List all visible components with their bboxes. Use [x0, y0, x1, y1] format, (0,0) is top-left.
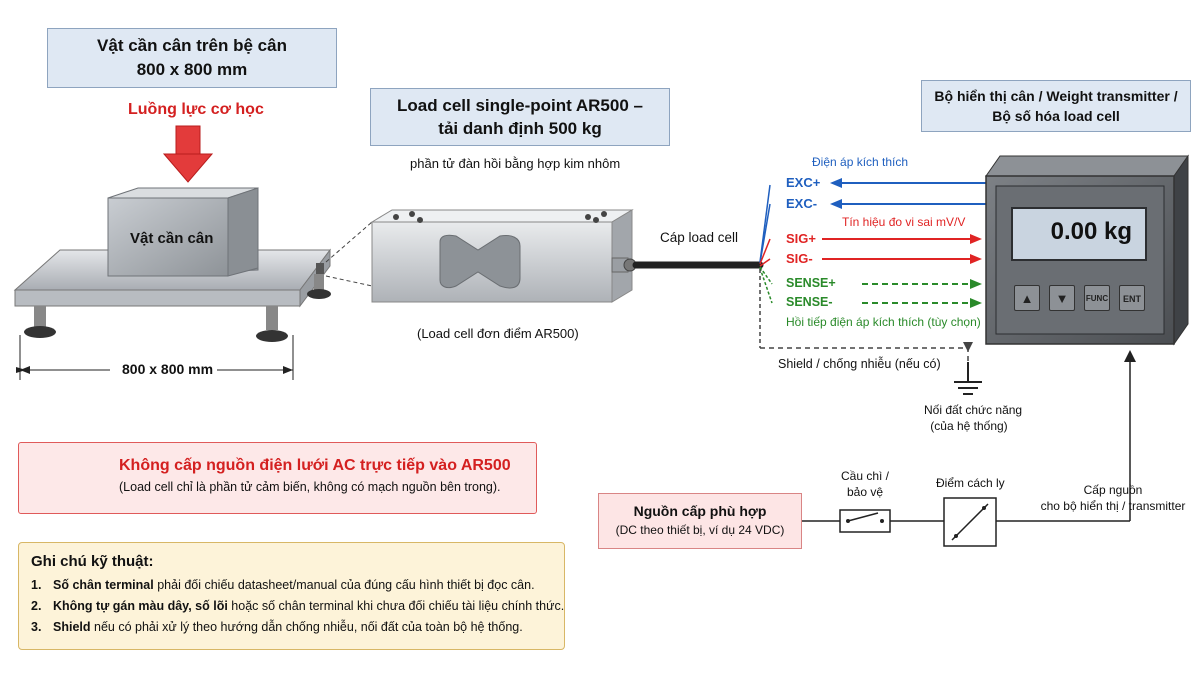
note-num: 1. — [31, 578, 42, 592]
warning-box: Không cấp nguồn điện lưới AC trực tiếp v… — [18, 442, 537, 514]
power-feed-line1: Cấp nguồn — [1083, 483, 1143, 497]
excitation-caption: Điện áp kích thích — [812, 155, 909, 169]
power-wiring — [802, 360, 1131, 522]
fuse-symbol — [839, 509, 891, 533]
exc-minus-label: EXC- — [786, 196, 818, 211]
note-text: nếu có phải xử lý theo hướng dẫn chống n… — [90, 620, 523, 634]
display-screen — [1011, 207, 1147, 261]
loadcell-title-line2: tải danh định 500 kg — [438, 119, 602, 138]
sig-plus-label: SIG+ — [786, 231, 816, 246]
zoom-line-top — [325, 221, 373, 263]
platform-dimension: 800 x 800 mm — [118, 361, 218, 377]
note-num: 3. — [31, 620, 42, 634]
exc-plus-label: EXC+ — [786, 175, 821, 190]
note-text: hoặc số chân terminal khi chưa đối chiếu… — [227, 599, 565, 613]
sig-minus-label: SIG- — [786, 251, 813, 266]
transmitter-device — [985, 154, 1189, 346]
force-label: Luồng lực cơ học — [128, 101, 264, 118]
device-button-ent[interactable]: ENT — [1119, 285, 1145, 311]
object-label: Vật cần cân — [130, 230, 214, 247]
sense-plus-label: SENSE+ — [786, 276, 836, 290]
object-title-line1: Vật cần cân trên bệ cân — [97, 36, 287, 55]
display-value: 0.00 kg — [1050, 218, 1132, 245]
notes-box: Ghi chú kỹ thuật: 1. Số chân terminal phả… — [18, 542, 565, 650]
note-item: 1. Số chân terminal phải đối chiếu datash… — [31, 578, 564, 592]
shield-label: Shield / chống nhiễu (nếu có) — [778, 357, 941, 371]
note-bold: Shield — [53, 620, 91, 634]
loadcell-body — [370, 209, 637, 303]
scale-feet — [24, 274, 331, 342]
fuse-label-line1: Cầu chì / — [840, 469, 890, 483]
object-title-line2: 800 x 800 mm — [136, 60, 248, 79]
platform-scale — [13, 187, 331, 342]
sense-minus-label: SENSE- — [786, 295, 833, 309]
power-title: Nguồn cấp phù hợp — [633, 503, 767, 519]
zoom-line-bottom — [325, 275, 373, 287]
note-bold: Số chân terminal — [53, 578, 154, 592]
wire-fanout — [759, 184, 773, 348]
note-text: phải đối chiếu datasheet/manual của đúng… — [153, 578, 535, 592]
isolation-label: Điểm cách ly — [936, 476, 1005, 490]
ground-label-line2: (của hệ thống) — [930, 419, 1008, 433]
sense-caption: Hồi tiếp điện áp kích thích (tùy chọn) — [786, 315, 981, 329]
transmitter-title-line1: Bộ hiển thị cân / Weight transmitter / — [934, 88, 1178, 104]
power-feed-line2: cho bộ hiển thị / transmitter — [1040, 499, 1186, 513]
transmitter-title-box: Bộ hiển thị cân / Weight transmitter / B… — [921, 80, 1191, 132]
signal-caption: Tín hiệu đo vi sai mV/V — [842, 215, 966, 229]
device-button-up[interactable]: ▲ — [1014, 285, 1040, 311]
ground-label: Nối đất chức năng (của hệ thống) — [924, 402, 1023, 434]
loadcell-title-box: Load cell single-point AR500 – tải danh … — [370, 88, 670, 146]
isolation-symbol — [943, 497, 997, 547]
power-box: Nguồn cấp phù hợp (DC theo thiết bị, ví … — [598, 493, 802, 549]
power-feed-arrow — [1124, 350, 1136, 362]
warning-text: (Load cell chỉ là phần tử cảm biến, khôn… — [119, 480, 501, 494]
power-feed-label: Cấp nguồn cho bộ hiển thị / transmitter — [1018, 482, 1200, 514]
object-title-box: Vật cần cân trên bệ cân 800 x 800 mm — [47, 28, 337, 88]
note-item: 3. Shield nếu có phải xử lý theo hướng dẫ… — [31, 620, 564, 634]
fuse-label-line2: bảo vệ — [846, 485, 884, 499]
notes-list: 1. Số chân terminal phải đối chiếu datash… — [31, 578, 564, 634]
cable-label: Cáp load cell — [660, 230, 739, 245]
loadcell-caption: (Load cell đơn điểm AR500) — [417, 326, 579, 341]
note-bold: Không tự gán màu dây, số lõi — [53, 599, 228, 613]
loadcell-subtitle: phần tử đàn hồi bằng hợp kim nhôm — [410, 156, 621, 171]
ground-label-line1: Nối đất chức năng — [924, 403, 1023, 417]
power-text: (DC theo thiết bị, ví dụ 24 VDC) — [615, 523, 785, 537]
fuse-label: Cầu chì / bảo vệ — [830, 468, 900, 500]
transmitter-title-line2: Bộ số hóa load cell — [992, 108, 1120, 124]
device-button-down[interactable]: ▼ — [1049, 285, 1075, 311]
note-num: 2. — [31, 599, 42, 613]
device-button-func[interactable]: FUNC — [1084, 285, 1110, 311]
loadcell-title-line1: Load cell single-point AR500 – — [397, 96, 643, 115]
ground-symbol — [954, 362, 982, 395]
force-arrow — [162, 125, 214, 183]
warning-title: Không cấp nguồn điện lưới AC trực tiếp v… — [119, 457, 511, 474]
notes-title: Ghi chú kỹ thuật: — [31, 553, 154, 570]
dimension-line — [16, 335, 294, 380]
note-item: 2. Không tự gán màu dây, số lõi hoặc số c… — [31, 599, 564, 613]
